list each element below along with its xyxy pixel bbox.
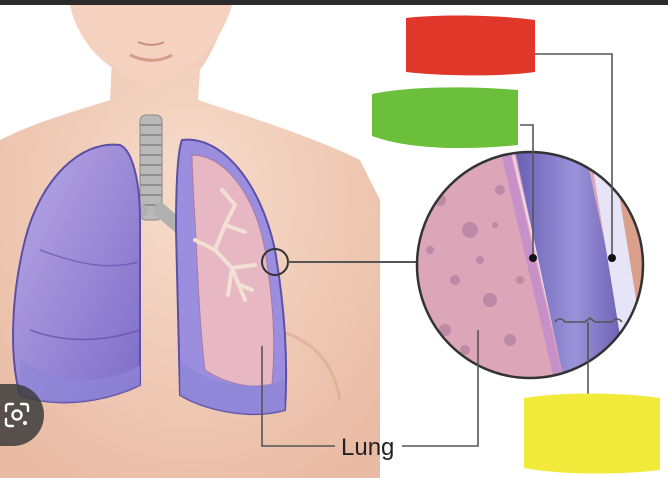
- magnify-indicator: [261, 248, 418, 276]
- google-lens-icon: [4, 402, 30, 428]
- red-label-pointer: [608, 254, 616, 262]
- leader-lines: [261, 53, 613, 447]
- right-lung: [174, 138, 288, 416]
- lung-label: Lung: [341, 434, 394, 461]
- top-bar: [0, 0, 668, 5]
- green-label-pointer: [529, 254, 537, 262]
- yellow-label-box: [524, 393, 660, 474]
- zoom-circle: [415, 150, 645, 380]
- left-lung: [12, 143, 141, 404]
- green-label-box: [372, 87, 518, 149]
- red-label-box: [406, 15, 535, 76]
